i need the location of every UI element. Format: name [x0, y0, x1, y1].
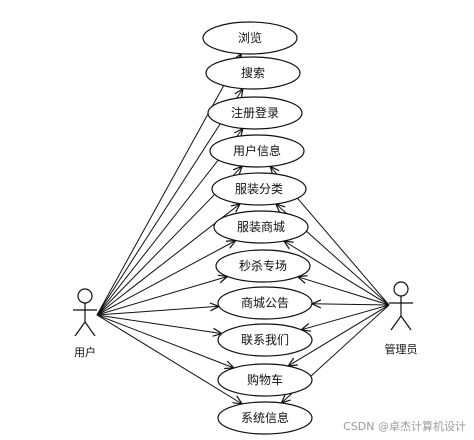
association-user-11	[96, 314, 242, 404]
use-case-label: 用户信息	[233, 143, 281, 158]
use-case-ellipse	[217, 286, 313, 320]
use-case-5: 服装分类	[211, 172, 307, 206]
watermark: CSDN @卓杰计算机设计	[343, 419, 466, 433]
use-case-ellipse	[205, 56, 301, 90]
actor-user-label: 用户	[74, 345, 96, 359]
use-case-11: 系统信息	[217, 401, 313, 435]
use-case-ellipse	[209, 134, 305, 168]
use-case-10: 购物车	[217, 363, 313, 397]
use-case-8: 商城公告	[217, 286, 313, 320]
use-case-ellipse	[215, 249, 311, 283]
use-case-7: 秒杀专场	[215, 249, 311, 283]
actor-admin	[389, 281, 413, 331]
association-admin-8	[312, 304, 390, 305]
association-user-10	[96, 314, 234, 368]
use-case-3: 注册登录	[207, 96, 303, 130]
association-user-8	[96, 306, 219, 316]
use-case-ellipse	[207, 96, 303, 130]
actor-admin-label: 管理员	[385, 342, 418, 356]
association-admin-10	[288, 304, 390, 366]
association-admin-9	[301, 304, 390, 330]
use-case-ellipse	[217, 323, 313, 357]
actor-admin-leg-left	[390, 315, 402, 331]
use-case-label: 服装商城	[237, 219, 285, 234]
use-case-label: 搜索	[241, 65, 265, 80]
use-case-label: 浏览	[238, 30, 262, 45]
use-case-ellipse	[213, 210, 309, 244]
use-case-label: 服装分类	[235, 182, 283, 196]
use-case-label: 商城公告	[241, 295, 289, 310]
actor-user	[73, 288, 97, 337]
use-case-6: 服装商城	[213, 210, 309, 244]
association-admin-7	[298, 277, 390, 306]
use-case-ellipse	[217, 401, 313, 435]
use-case-9: 联系我们	[217, 323, 313, 357]
use-case-4: 用户信息	[209, 134, 305, 168]
actor-user-head	[77, 288, 93, 304]
use-case-ellipse	[217, 363, 313, 397]
use-case-ellipse	[202, 21, 298, 55]
actor-admin-head	[393, 281, 409, 297]
association-user-1	[96, 54, 241, 316]
use-case-label: 系统信息	[241, 410, 289, 425]
use-case-label: 注册登录	[231, 105, 279, 120]
use-case-ellipse	[211, 172, 307, 206]
use-case-label: 联系我们	[241, 332, 289, 347]
actor-user-leg-left	[74, 321, 86, 337]
use-case-label: 购物车	[247, 372, 283, 387]
use-case-label: 秒杀专场	[239, 258, 287, 273]
actor-user-leg-right	[84, 321, 96, 337]
association-user-6	[96, 241, 236, 316]
use-case-1: 浏览	[202, 21, 298, 55]
use-case-2: 搜索	[205, 56, 301, 90]
association-user-7	[96, 277, 228, 316]
association-user-2	[96, 89, 243, 316]
actor-admin-leg-right	[400, 315, 412, 331]
association-admin-6	[284, 241, 390, 306]
association-user-9	[96, 314, 222, 334]
